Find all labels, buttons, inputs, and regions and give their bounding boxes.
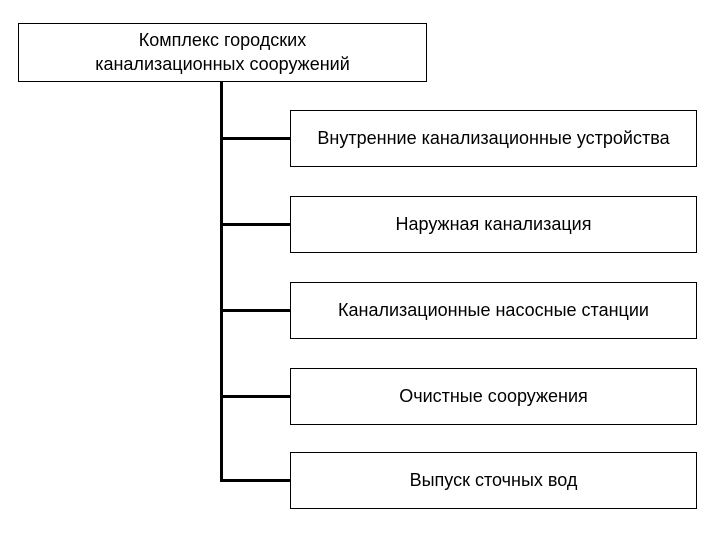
child-box-label: Очистные сооружения bbox=[399, 385, 588, 406]
child-box-internal-sewer-devices: Внутренние канализационные устройства bbox=[290, 110, 697, 167]
child-box-wastewater-outlet: Выпуск сточных вод bbox=[290, 452, 697, 509]
connector-trunk-line bbox=[220, 82, 223, 482]
connector-branch-4 bbox=[220, 395, 290, 398]
child-box-pumping-stations: Канализационные насосные станции bbox=[290, 282, 697, 339]
child-box-label: Наружная канализация bbox=[395, 213, 592, 234]
connector-branch-1 bbox=[220, 137, 290, 140]
connector-branch-5 bbox=[220, 479, 290, 482]
child-box-label: Внутренние канализационные устройства bbox=[317, 127, 670, 148]
root-box-label-line-2: канализационных сооружений bbox=[95, 53, 350, 74]
connector-branch-2 bbox=[220, 223, 290, 226]
child-box-label: Канализационные насосные станции bbox=[338, 299, 649, 320]
root-box-label-line-1: Комплекс городских bbox=[138, 30, 307, 51]
child-box-external-sewerage: Наружная канализация bbox=[290, 196, 697, 253]
root-box: Комплекс городских канализационных соору… bbox=[18, 23, 427, 82]
child-box-label: Выпуск сточных вод bbox=[409, 469, 578, 490]
connector-branch-3 bbox=[220, 309, 290, 312]
child-box-treatment-facilities: Очистные сооружения bbox=[290, 368, 697, 425]
